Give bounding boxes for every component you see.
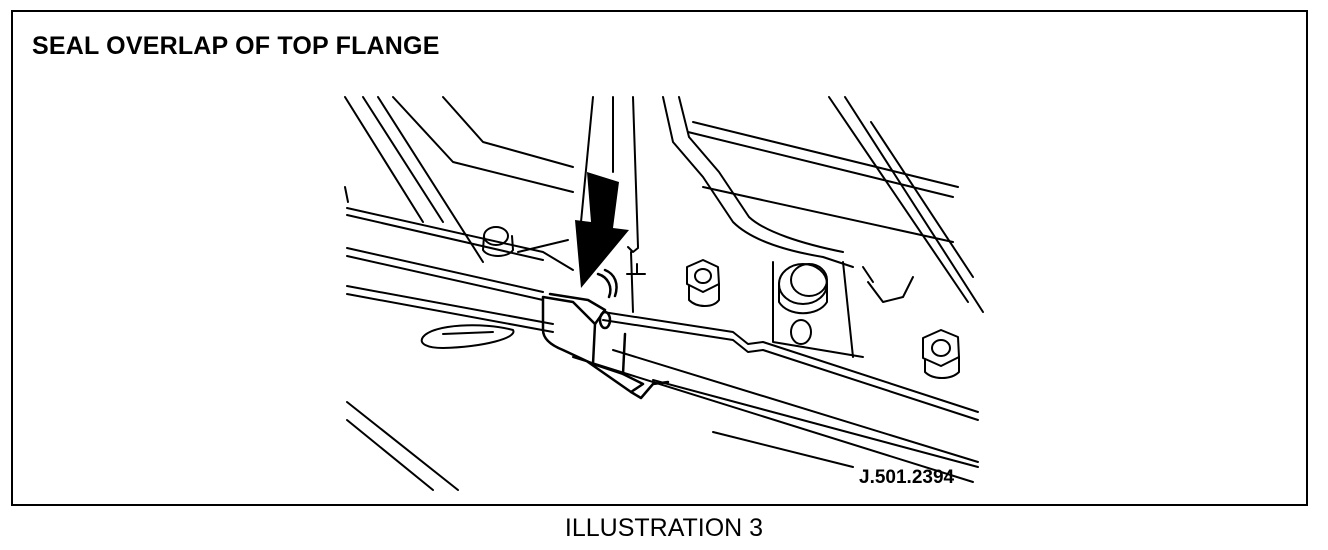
hex-bolt-left [686,259,720,307]
stud [482,226,569,257]
seal-flange-illustration [344,96,984,491]
reference-leader-line [712,431,854,468]
upper-left-frame-lines [344,96,574,263]
upper-bracket [662,96,959,268]
top-flange-strip [346,207,574,333]
lower-left-lines [346,401,459,491]
lower-rail [572,311,979,483]
figure-heading: SEAL OVERLAP OF TOP FLANGE [32,32,440,60]
mounting-plate [772,261,914,358]
figure-frame: SEAL OVERLAP OF TOP FLANGE [11,10,1308,506]
seal-clip [541,268,670,400]
reference-code: J.501.2394 [859,467,955,488]
hex-bolt-right [922,329,960,379]
vertical-pillar [580,96,646,313]
upper-right-diagonals [828,96,984,313]
round-plug [778,263,828,345]
tab-oval [420,324,515,349]
illustration-caption: ILLUSTRATION 3 [564,514,764,542]
downward-arrow-icon [575,172,629,288]
